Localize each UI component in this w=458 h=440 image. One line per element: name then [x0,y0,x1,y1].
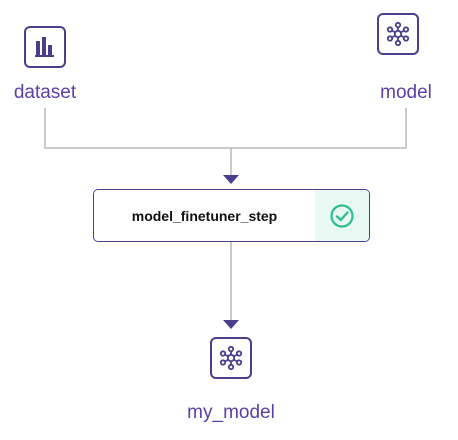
dataset-node-label[interactable]: dataset [13,82,77,103]
model-node-icon-box[interactable] [377,13,419,55]
my-model-node-icon-box[interactable] [210,337,252,379]
bar-chart-icon [35,37,54,57]
step-node[interactable]: model_finetuner_step [93,189,370,242]
arrowhead-into-step [223,175,239,184]
check-circle-icon [330,203,354,228]
dataset-node-icon-box[interactable] [24,26,66,68]
network-icon [219,345,243,371]
network-icon [386,21,410,47]
edge-inputs-to-step [44,108,407,176]
my-model-node-label[interactable]: my_model [187,402,275,423]
arrowhead-into-output [223,320,239,329]
model-node-label[interactable]: model [380,82,432,103]
step-status-badge [315,190,369,241]
step-name: model_finetuner_step [131,207,278,224]
